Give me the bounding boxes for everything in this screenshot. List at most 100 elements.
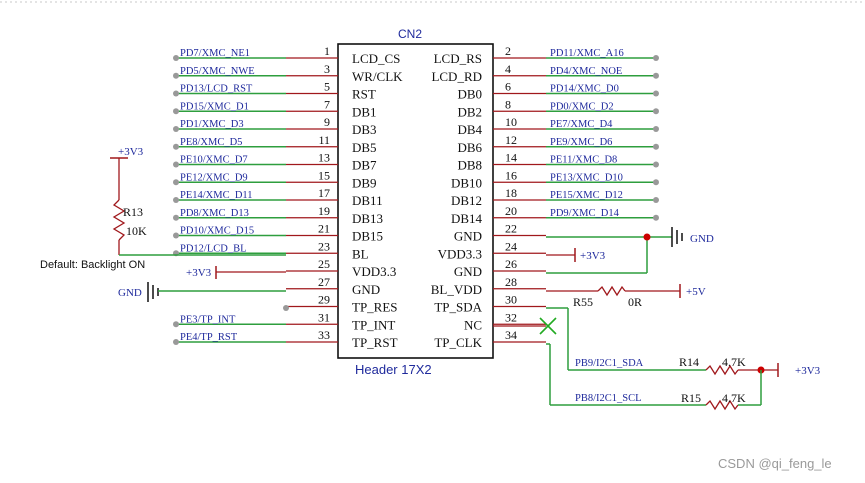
right-net-label: PE15/XMC_D12 bbox=[550, 190, 623, 201]
left-net-label: PE8/XMC_D5 bbox=[180, 137, 242, 148]
power-label-3v3-pin24: +3V3 bbox=[580, 250, 606, 262]
left-net-label: PE14/XMC_D11 bbox=[180, 190, 253, 201]
component-value: Header 17X2 bbox=[355, 362, 432, 377]
left-pin-number: 3 bbox=[324, 62, 330, 76]
right-pin-number: 24 bbox=[505, 239, 517, 253]
r14-resistor[interactable] bbox=[705, 364, 739, 376]
left-pin-number: 13 bbox=[318, 151, 330, 165]
right-pin-name: GND bbox=[454, 264, 482, 279]
power-label-gnd-left: GND bbox=[118, 287, 142, 299]
right-pin-number: 4 bbox=[505, 62, 511, 76]
r13-value: 10K bbox=[126, 224, 147, 238]
r13-resistor[interactable] bbox=[112, 199, 126, 241]
left-pin-number: 19 bbox=[318, 204, 330, 218]
left-pin-name: VDD3.3 bbox=[352, 264, 396, 279]
left-net-label: PD1/XMC_D3 bbox=[180, 119, 244, 130]
right-pin-name: DB8 bbox=[457, 158, 482, 173]
right-net-endpoint bbox=[653, 214, 659, 221]
right-pin-name: DB10 bbox=[451, 175, 482, 190]
left-pin-number: 17 bbox=[318, 186, 330, 200]
left-net-label: PD15/XMC_D1 bbox=[180, 101, 249, 112]
right-pin-name: TP_SDA bbox=[434, 300, 482, 315]
right-pin-number: 18 bbox=[505, 186, 517, 200]
left-pin-number: 33 bbox=[318, 328, 330, 342]
right-pin-number: 32 bbox=[505, 310, 517, 324]
right-pin-name: GND bbox=[454, 229, 482, 244]
right-pin-name: DB6 bbox=[457, 140, 482, 155]
right-net-label: PD11/XMC_A16 bbox=[550, 48, 624, 59]
right-pin-number: 20 bbox=[505, 204, 517, 218]
right-pin-number: 14 bbox=[505, 151, 517, 165]
left-pin-name: LCD_CS bbox=[352, 51, 400, 66]
left-pin-name: RST bbox=[352, 87, 376, 102]
right-net-label: PE13/XMC_D10 bbox=[550, 172, 623, 183]
left-net-endpoint bbox=[173, 321, 179, 328]
power-label-gnd-right: GND bbox=[690, 233, 714, 245]
right-pin-name: BL_VDD bbox=[431, 282, 482, 297]
left-net-endpoint bbox=[173, 126, 179, 132]
right-pin-name: DB0 bbox=[457, 87, 482, 102]
power-label-5v: +5V bbox=[686, 286, 706, 298]
left-net-label: PE10/XMC_D7 bbox=[180, 155, 248, 166]
right-pin-name: TP_CLK bbox=[434, 335, 482, 350]
right-net-endpoint bbox=[653, 90, 659, 97]
right-net-label: PE9/XMC_D6 bbox=[550, 137, 612, 148]
right-pin-number: 16 bbox=[505, 168, 517, 182]
left-pin-number: 29 bbox=[318, 293, 330, 307]
gnd-junction bbox=[643, 233, 651, 241]
right-net-endpoint bbox=[653, 108, 659, 115]
right-pin-name: DB14 bbox=[451, 211, 483, 226]
net-label-scl: PB8/I2C1_SCL bbox=[575, 393, 642, 404]
left-net-label: PD10/XMC_D15 bbox=[180, 226, 254, 237]
left-pin-number: 1 bbox=[324, 44, 330, 58]
right-pin-name: VDD3.3 bbox=[438, 246, 482, 261]
left-pin-name: DB11 bbox=[352, 193, 383, 208]
right-pin-number: 6 bbox=[505, 80, 511, 94]
left-net-endpoint bbox=[173, 161, 179, 168]
right-net-label: PD4/XMC_NOE bbox=[550, 66, 622, 77]
left-pin-name: DB15 bbox=[352, 229, 383, 244]
left-pin-number: 23 bbox=[318, 239, 330, 253]
no-connect-x2 bbox=[539, 317, 557, 335]
component-ref: CN2 bbox=[398, 27, 422, 41]
left-pin-name: TP_RES bbox=[352, 300, 398, 315]
left-pin-number: 9 bbox=[324, 115, 330, 129]
left-pin-name: GND bbox=[352, 282, 380, 297]
left-net-label: PD12/LCD_BL bbox=[180, 243, 247, 254]
left-pin-number: 27 bbox=[318, 275, 330, 289]
r15-resistor[interactable] bbox=[705, 399, 739, 411]
right-pin-number: 10 bbox=[505, 115, 517, 129]
left-net-endpoint bbox=[173, 179, 179, 186]
right-pin-number: 8 bbox=[505, 97, 511, 111]
right-net-endpoint bbox=[653, 143, 659, 150]
right-net-label: PD0/XMC_D2 bbox=[550, 101, 614, 112]
pin29-endpoint bbox=[283, 305, 289, 311]
right-pin-number: 28 bbox=[505, 275, 517, 289]
right-pin-name: LCD_RD bbox=[431, 69, 482, 84]
right-net-label: PE11/XMC_D8 bbox=[550, 155, 617, 166]
right-net-label: PD9/XMC_D14 bbox=[550, 208, 620, 219]
left-net-endpoint bbox=[173, 232, 179, 239]
left-net-label: PD5/XMC_NWE bbox=[180, 66, 255, 77]
left-pin-name: DB9 bbox=[352, 175, 377, 190]
r55-resistor[interactable] bbox=[597, 285, 626, 297]
left-net-label: PE12/XMC_D9 bbox=[180, 172, 248, 183]
left-pin-name: DB3 bbox=[352, 122, 377, 137]
right-net-label: PD14/XMC_D0 bbox=[550, 84, 619, 95]
r15-ref: R15 bbox=[681, 391, 701, 405]
net-label-sda: PB9/I2C1_SDA bbox=[575, 358, 644, 369]
right-pin-number: 30 bbox=[505, 293, 517, 307]
right-pin-name: DB12 bbox=[451, 193, 482, 208]
r55-value: 0R bbox=[628, 295, 642, 309]
left-net-endpoint bbox=[173, 214, 179, 221]
right-pin-number: 12 bbox=[505, 133, 517, 147]
right-net-label: PE7/XMC_D4 bbox=[550, 119, 613, 130]
left-net-endpoint bbox=[173, 197, 179, 203]
right-pin-number: 2 bbox=[505, 44, 511, 58]
left-pin-number: 7 bbox=[324, 97, 330, 111]
left-net-endpoint bbox=[173, 339, 179, 345]
left-net-label: PE4/TP_RST bbox=[180, 332, 238, 343]
left-net-label: PD13/LCD_RST bbox=[180, 84, 253, 95]
